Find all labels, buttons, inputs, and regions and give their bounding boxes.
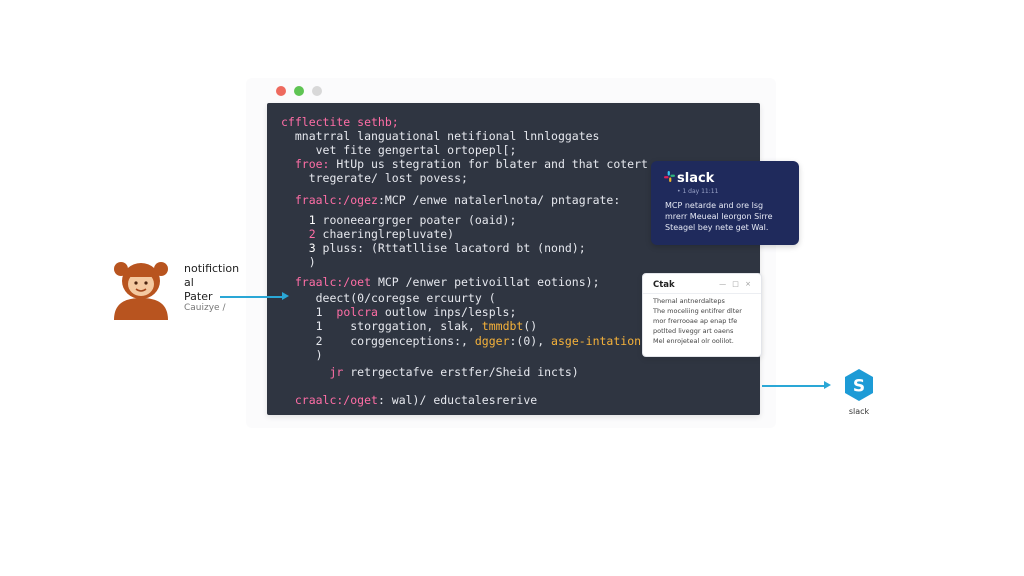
code-line: tregerate/ lost povess; <box>281 171 468 185</box>
notification-line: Thernal antnerdalteps <box>653 297 725 305</box>
person-subtitle: Cauizye / <box>184 303 226 313</box>
code-token: asge-intation <box>551 334 642 348</box>
slack-card-brand: slack <box>677 171 715 186</box>
code-token: HtUp us stegration for blater and that c… <box>336 157 648 171</box>
notification-window[interactable]: Ctak — □ × Thernal antnerdalteps The moc… <box>642 273 762 357</box>
code-token: :(0), <box>509 334 552 348</box>
slack-s-glyph: S <box>853 377 865 397</box>
code-token: pluss: (Rttatllise lacatord bt (nond); <box>322 241 586 255</box>
code-editor: cfflectite sethb; mnatrral languational … <box>267 103 760 415</box>
code-token: : wal)/ eductalesrerive <box>377 393 538 407</box>
code-line: 3 pluss: (Rttatllise lacatord bt (nond); <box>281 241 586 255</box>
code-line: fraalc:/ogez:MCP /enwe natalerlnota/ pnt… <box>281 193 620 207</box>
code-token: retrgectafve erstfer/Sheid incts) <box>343 365 579 379</box>
code-line: mnatrral languational netifional lnnlogg… <box>281 129 600 143</box>
maximize-dot-icon[interactable] <box>294 86 304 96</box>
code-line: 1 storggation, slak, tmmdbt() <box>281 319 538 333</box>
code-token: cfflectite sethb; <box>281 115 399 129</box>
code-token: jr <box>329 365 344 379</box>
code-line: 1 polcra outlow inps/lespls; <box>281 305 517 319</box>
person-icon <box>114 262 168 320</box>
code-token: tmmdbt <box>481 319 524 333</box>
code-token: mnatrral languational netifional lnnlogg… <box>281 129 600 143</box>
code-line: fraalc:/oet MCP /enwer petivoillat eotio… <box>281 275 600 289</box>
code-line: vet fite gengertal ortopepl[; <box>281 143 517 157</box>
code-token: fraalc:/ogez <box>281 193 378 207</box>
slack-card-line: MCP netarde and ore lsg <box>665 201 764 210</box>
code-token: outlow inps/lespls; <box>377 305 517 319</box>
slack-endpoint-label: slack <box>848 407 870 416</box>
slack-logo-icon <box>664 171 675 182</box>
slack-message-card[interactable]: slack • 1 day 11:11 MCP netarde and ore … <box>651 161 799 245</box>
code-token: dgger <box>474 334 510 348</box>
arrow-to-slack <box>762 385 824 387</box>
code-token: rooneeargrger poater (oaid); <box>322 213 517 227</box>
close-dot-icon[interactable] <box>276 86 286 96</box>
code-line: ) <box>281 348 323 362</box>
code-line: craalc:/oget: wal)/ eductalesrerive <box>281 393 537 407</box>
notification-line: potlted liveggr art oaens <box>653 327 734 335</box>
code-token: 3 <box>281 241 323 255</box>
code-token: froe: <box>281 157 337 171</box>
arrow-to-slack-head <box>824 381 831 389</box>
code-token: vet fite gengertal ortopepl[; <box>281 143 517 157</box>
code-token: 1 <box>281 305 337 319</box>
person-label-line3: Pater <box>184 290 213 303</box>
code-token: deect(0/coregse ercuurty ( <box>281 291 496 305</box>
notification-title: Ctak <box>653 280 675 290</box>
code-token: 1 <box>281 213 323 227</box>
code-line: jr retrgectafve erstfer/Sheid incts) <box>281 365 579 379</box>
code-token: () <box>523 319 538 333</box>
minimize-dot-icon[interactable] <box>312 86 322 96</box>
code-line: 2 chaeringlrepluvate) <box>281 227 454 241</box>
code-token: MCP /enwer petivoillat eotions); <box>371 275 600 289</box>
code-line: ) <box>281 255 316 269</box>
code-line: froe: HtUp us stegration for blater and … <box>281 157 648 171</box>
arrow-to-editor-head <box>282 292 289 300</box>
code-token: craalc:/oget <box>281 393 378 407</box>
code-token: ) <box>281 348 323 362</box>
code-token: ) <box>281 255 316 269</box>
code-line: 2 corggenceptions:, dgger:(0), asge-inta… <box>281 334 641 348</box>
code-token <box>281 365 329 379</box>
code-token: chaeringlrepluvate) <box>322 227 455 241</box>
notification-line: mor frerrooae ap enap tfe <box>653 317 738 325</box>
notification-window-controls[interactable]: — □ × <box>719 280 753 288</box>
slack-card-meta: • 1 day 11:11 <box>677 188 719 195</box>
code-token: polcra <box>336 305 378 319</box>
slack-s-icon[interactable]: S <box>842 368 876 402</box>
person-label-line2: al <box>184 276 194 289</box>
code-token: 1 storggation, slak, <box>281 319 482 333</box>
code-token: 2 <box>281 227 323 241</box>
notification-divider <box>643 293 761 294</box>
slack-card-line: mrerr Meueal leorgon Sirre <box>665 212 773 221</box>
person-title: notifiction <box>184 262 240 275</box>
window-controls <box>276 86 322 96</box>
code-line: deect(0/coregse ercuurty ( <box>281 291 496 305</box>
notification-line: Mel enrojeteal olr oolilot. <box>653 337 734 345</box>
code-token: tregerate/ lost povess; <box>281 171 468 185</box>
code-line: cfflectite sethb; <box>281 115 399 129</box>
notification-line: The moceliing entifrer dlter <box>653 307 742 315</box>
code-line: 1 rooneeargrger poater (oaid); <box>281 213 517 227</box>
code-token: :MCP /enwe natalerlnota/ pntagrate: <box>377 193 621 207</box>
code-token: fraalc:/oet <box>281 275 372 289</box>
arrow-to-editor <box>220 296 282 298</box>
slack-card-line: Steagel bey nete get Wal. <box>665 223 769 232</box>
code-token: 2 corggenceptions:, <box>281 334 475 348</box>
